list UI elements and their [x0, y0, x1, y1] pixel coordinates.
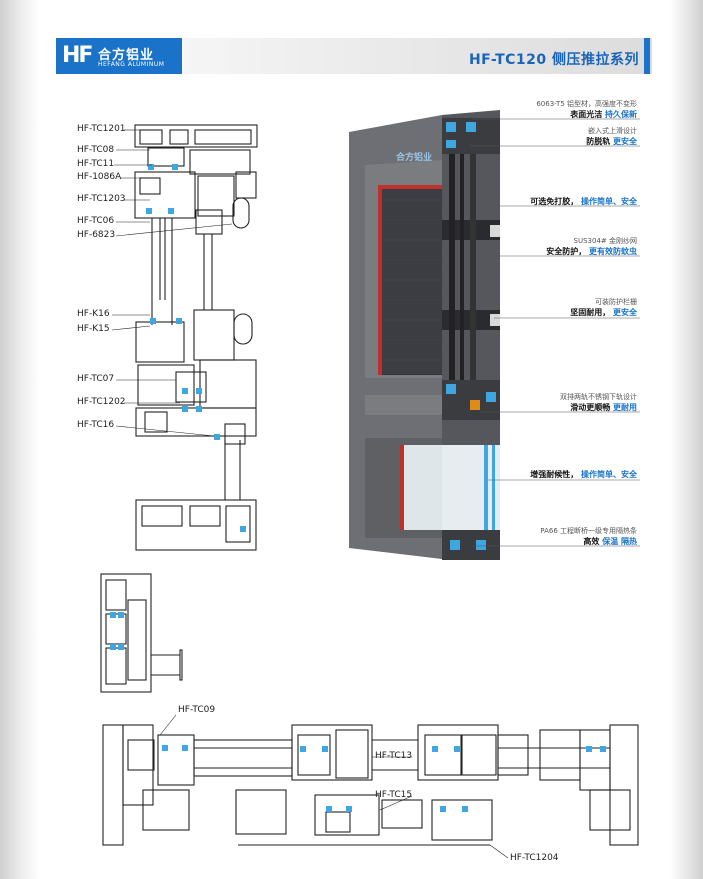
feature-detail: 双排两轨不锈钢下轨设计 — [560, 393, 637, 401]
feature-highlight: 更耐用 — [613, 403, 637, 412]
feature-bold: 表面光洁 — [570, 110, 603, 119]
feature-highlight: 持久保新 — [605, 110, 637, 119]
label-tc07: HF-TC07 — [77, 374, 115, 384]
feature-detail: SUS304# 金刚纱网 — [573, 237, 637, 245]
label-tc08: HF-TC08 — [77, 145, 115, 155]
window-frame-logo: 合方铝业 — [396, 150, 432, 163]
feature-callout: PA66 工程断桥一级专用隔热条 高效 保温 隔热 — [540, 526, 637, 547]
feature-detail: PA66 工程断桥一级专用隔热条 — [540, 527, 637, 535]
feature-callout: SUS304# 金刚纱网 安全防护， 更有效防蚊虫 — [546, 236, 637, 257]
label-tc15: HF-TC15 — [375, 790, 413, 800]
label-tc13: HF-TC13 — [375, 751, 413, 761]
feature-bold: 防脱轨 — [586, 137, 611, 146]
feature-leader-lines — [470, 118, 640, 547]
feature-highlight: 操作简单、安全 — [581, 197, 637, 206]
feature-detail: 6063-T5 铝型材，高强度不变形 — [536, 100, 637, 108]
middle-rail-section-drawing — [135, 300, 257, 551]
label-tc11: HF-TC11 — [77, 159, 115, 169]
feature-callout: 可选免打胶， 操作简单、安全 — [530, 196, 637, 207]
page-title: HF-TC120 侧压推拉系列 — [468, 52, 639, 68]
feature-highlight: 更安全 — [613, 308, 637, 317]
feature-callout: 增强耐候性， 操作简单、安全 — [530, 469, 637, 480]
jamb-section-drawing — [100, 573, 183, 693]
label-tc1202: HF-TC1202 — [77, 397, 126, 407]
feature-highlight: 更安全 — [613, 137, 637, 146]
label-tc1204: HF-TC1204 — [510, 853, 559, 863]
feature-bold: 滑动更顺畅 — [570, 403, 611, 412]
feature-bold: 安全防护， — [546, 247, 587, 256]
thermal-break-strips — [110, 164, 606, 812]
label-k15: HF-K15 — [77, 324, 110, 334]
feature-bold: 坚固耐用， — [570, 308, 611, 317]
label-1086a: HF-1086A — [77, 172, 122, 182]
feature-bold: 增强耐候性， — [530, 470, 579, 479]
title-accent-bar — [644, 38, 650, 74]
feature-detail: 嵌入式上滑设计 — [588, 127, 637, 135]
feature-highlight: 更有效防蚊虫 — [589, 247, 637, 256]
horizontal-section-drawing — [102, 724, 639, 846]
label-tc1203: HF-TC1203 — [77, 194, 126, 204]
window-frame-logo-text: 合方铝业 — [396, 153, 433, 163]
brand-logo: HF 合方铝业 HEFANG ALUMINUM — [56, 38, 182, 74]
feature-detail: 可装防护栏栅 — [595, 298, 637, 306]
feature-highlight: 操作简单、安全 — [581, 470, 637, 479]
label-tc16: HF-TC16 — [77, 420, 115, 430]
label-leader-lines — [111, 129, 509, 859]
feature-callout: 6063-T5 铝型材，高强度不变形 表面光洁 持久保新 — [536, 99, 637, 120]
feature-callout: 可装防护栏栅 坚固耐用， 更安全 — [570, 297, 637, 318]
logo-mark: HF — [62, 43, 93, 68]
feature-bold: 可选免打胶， — [530, 197, 579, 206]
feature-callout: 嵌入式上滑设计 防脱轨 更安全 — [586, 126, 637, 147]
label-tc06: HF-TC06 — [77, 216, 115, 226]
label-k16: HF-K16 — [77, 309, 110, 319]
top-frame-section-drawing — [134, 124, 258, 300]
label-tc09: HF-TC09 — [178, 705, 216, 715]
label-tc1201: HF-TC1201 — [77, 124, 126, 134]
feature-highlight: 保温 隔热 — [602, 537, 637, 546]
window-cutaway-illustration — [349, 110, 500, 560]
label-6823: HF-6823 — [77, 230, 116, 240]
logo-english-name: HEFANG ALUMINUM — [98, 61, 165, 68]
feature-bold: 高效 — [583, 537, 600, 546]
feature-callout: 双排两轨不锈钢下轨设计 滑动更顺畅 更耐用 — [560, 392, 637, 413]
logo-chinese-name: 合方铝业 — [98, 48, 155, 63]
